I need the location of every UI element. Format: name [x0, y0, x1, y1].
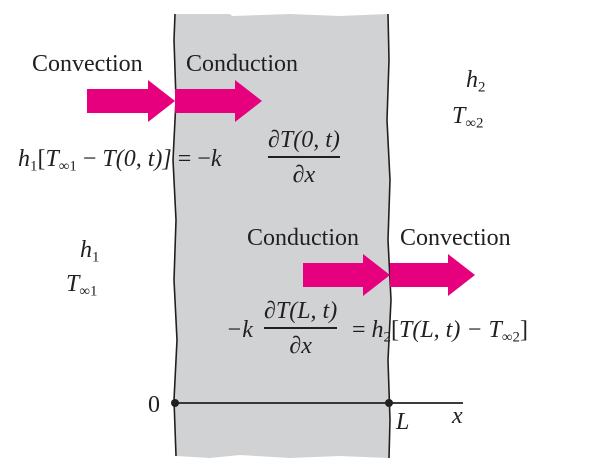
- bc-right-rhs: = h2[T(L, t) − T∞2]: [352, 317, 528, 346]
- bc-right-minus-k: −k: [226, 317, 253, 343]
- origin-label: 0: [148, 392, 160, 418]
- conduction-arrow-left: [175, 80, 262, 122]
- conduction-label-right: Conduction: [247, 225, 359, 251]
- convection-label-left: Convection: [32, 51, 143, 77]
- convection-arrow-right: [390, 254, 475, 296]
- left-fluid-h: h1: [80, 237, 100, 266]
- length-label: L: [396, 409, 410, 435]
- bc-right-denominator: ∂x: [289, 332, 312, 359]
- bc-left-lhs: h1[T∞1 − T(0, t)] = −k: [18, 146, 222, 175]
- conduction-arrow-right: [303, 254, 390, 296]
- right-fluid-h: h2: [466, 67, 486, 96]
- bc-left-denominator: ∂x: [292, 161, 316, 188]
- bc-right-derivative: ∂T(L, t) ∂x: [264, 298, 338, 359]
- origin-point: [171, 399, 179, 407]
- bc-left-numerator: ∂T(0, t): [268, 127, 340, 153]
- bc-right-numerator: ∂T(L, t): [264, 298, 338, 324]
- convection-arrow-left: [87, 80, 175, 122]
- right-fluid-temperature: T∞2: [452, 103, 484, 132]
- left-fluid-temperature: T∞1: [66, 271, 98, 300]
- conduction-label-left: Conduction: [186, 51, 298, 77]
- bc-left-derivative: ∂T(0, t) ∂x: [268, 128, 340, 187]
- convection-label-right: Convection: [400, 225, 511, 251]
- length-point: [385, 399, 393, 407]
- x-axis-label: x: [452, 403, 463, 429]
- wall-left-edge: [172, 13, 178, 457]
- wall: [173, 14, 391, 458]
